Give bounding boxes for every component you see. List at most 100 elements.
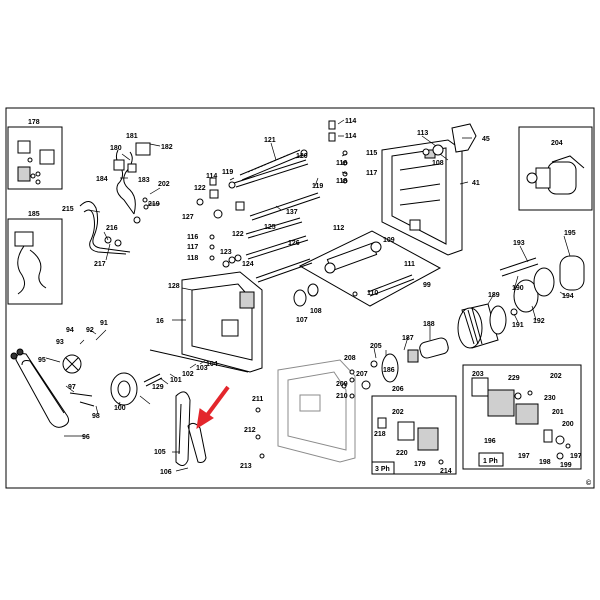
label-122-bottom: 122 bbox=[232, 231, 244, 238]
label-121: 121 bbox=[264, 137, 276, 144]
spindle-188 bbox=[361, 337, 449, 390]
label-218: 218 bbox=[374, 431, 386, 438]
label-196: 196 bbox=[484, 438, 496, 445]
rollers-112 bbox=[298, 230, 442, 307]
label-190: 190 bbox=[512, 285, 524, 292]
label-191: 191 bbox=[512, 322, 524, 329]
label-208: 208 bbox=[344, 355, 356, 362]
leader-lines bbox=[45, 119, 571, 472]
label-107: 107 bbox=[296, 317, 308, 324]
motor-204 bbox=[518, 126, 593, 211]
label-183: 183 bbox=[138, 177, 150, 184]
label-212: 212 bbox=[244, 427, 256, 434]
label-180: 180 bbox=[110, 145, 122, 152]
label-105: 105 bbox=[154, 449, 166, 456]
label-187: 187 bbox=[402, 335, 414, 342]
fasteners-column-left bbox=[196, 177, 245, 268]
label-127: 127 bbox=[182, 214, 194, 221]
label-184: 184 bbox=[96, 176, 108, 183]
bearings-107-108 bbox=[293, 283, 319, 307]
label-126: 126 bbox=[288, 240, 300, 247]
label-117: 117 bbox=[366, 170, 377, 177]
label-217: 217 bbox=[94, 261, 106, 268]
drive-belt-96 bbox=[10, 348, 82, 428]
label-92: 92 bbox=[86, 327, 94, 334]
label-97: 97 bbox=[68, 384, 76, 391]
belts-105-106 bbox=[175, 391, 207, 466]
label-116-left: 116 bbox=[187, 234, 198, 241]
label-215: 215 bbox=[62, 206, 74, 213]
label-45: 45 bbox=[482, 136, 490, 143]
label-99: 99 bbox=[423, 282, 431, 289]
label-181: 181 bbox=[126, 133, 138, 140]
label-205: 205 bbox=[370, 343, 382, 350]
label-114-top: 114 bbox=[345, 118, 356, 125]
label-124: 124 bbox=[242, 261, 254, 268]
diagram-frame bbox=[5, 107, 595, 489]
label-102: 102 bbox=[182, 371, 194, 378]
fasteners-column-right bbox=[328, 120, 348, 184]
housing-16 bbox=[149, 271, 263, 373]
label-207: 207 bbox=[356, 371, 368, 378]
copyright-icon: © bbox=[586, 479, 592, 487]
label-41: 41 bbox=[472, 180, 480, 187]
label-115: 115 bbox=[366, 150, 377, 157]
label-129: 129 bbox=[152, 384, 164, 391]
red-indicator-arrow bbox=[196, 385, 230, 430]
label-211: 211 bbox=[252, 396, 263, 403]
label-199: 199 bbox=[560, 462, 572, 469]
label-204: 204 bbox=[551, 140, 563, 147]
label-118-left: 118 bbox=[187, 255, 198, 262]
label-185: 185 bbox=[28, 211, 40, 218]
label-108-top: 108 bbox=[432, 160, 444, 167]
label-193: 193 bbox=[513, 240, 525, 247]
label-179: 179 bbox=[414, 461, 426, 468]
label-106: 106 bbox=[160, 469, 172, 476]
label-197-right: 197 bbox=[570, 453, 582, 460]
label-111: 111 bbox=[404, 261, 415, 268]
label-192: 192 bbox=[533, 318, 545, 325]
label-209: 209 bbox=[336, 381, 348, 388]
label-93: 93 bbox=[56, 339, 64, 346]
label-95: 95 bbox=[38, 357, 46, 364]
housing-outline bbox=[277, 359, 356, 463]
label-114-left: 114 bbox=[206, 173, 217, 180]
label-123: 123 bbox=[220, 249, 232, 256]
label-112: 112 bbox=[333, 225, 344, 232]
label-119-right: 119 bbox=[312, 183, 323, 190]
label-125: 125 bbox=[264, 224, 276, 231]
label-194: 194 bbox=[562, 293, 574, 300]
label-182: 182 bbox=[161, 144, 173, 151]
label-203: 203 bbox=[472, 371, 484, 378]
label-3ph: 3 Ph bbox=[375, 466, 390, 473]
label-214: 214 bbox=[440, 468, 452, 475]
label-101: 101 bbox=[170, 377, 182, 384]
label-197-left: 197 bbox=[518, 453, 530, 460]
label-120: 120 bbox=[296, 153, 308, 160]
single-phase-box bbox=[462, 364, 582, 470]
label-114-mid: 114 bbox=[345, 133, 356, 140]
label-108-mid: 108 bbox=[310, 308, 322, 315]
label-110: 110 bbox=[367, 290, 378, 297]
label-178: 178 bbox=[28, 119, 40, 126]
label-202-1ph: 202 bbox=[550, 373, 562, 380]
label-189: 189 bbox=[488, 292, 500, 299]
label-188: 188 bbox=[423, 321, 435, 328]
switch-assembly-178 bbox=[7, 126, 63, 190]
label-213: 213 bbox=[240, 463, 252, 470]
label-137: 137 bbox=[286, 209, 298, 216]
label-128: 128 bbox=[168, 283, 180, 290]
label-119-left: 119 bbox=[222, 169, 233, 176]
label-202-top: 202 bbox=[158, 181, 170, 188]
label-200: 200 bbox=[562, 421, 574, 428]
three-phase-box bbox=[371, 395, 457, 475]
label-100: 100 bbox=[114, 405, 126, 412]
screws-center bbox=[255, 369, 355, 459]
motor-assembly-189 bbox=[457, 255, 585, 349]
shafts-group bbox=[228, 149, 321, 283]
cable-switch-assembly bbox=[113, 142, 151, 224]
label-113: 113 bbox=[417, 130, 428, 137]
label-230: 230 bbox=[544, 395, 556, 402]
label-109: 109 bbox=[383, 237, 395, 244]
